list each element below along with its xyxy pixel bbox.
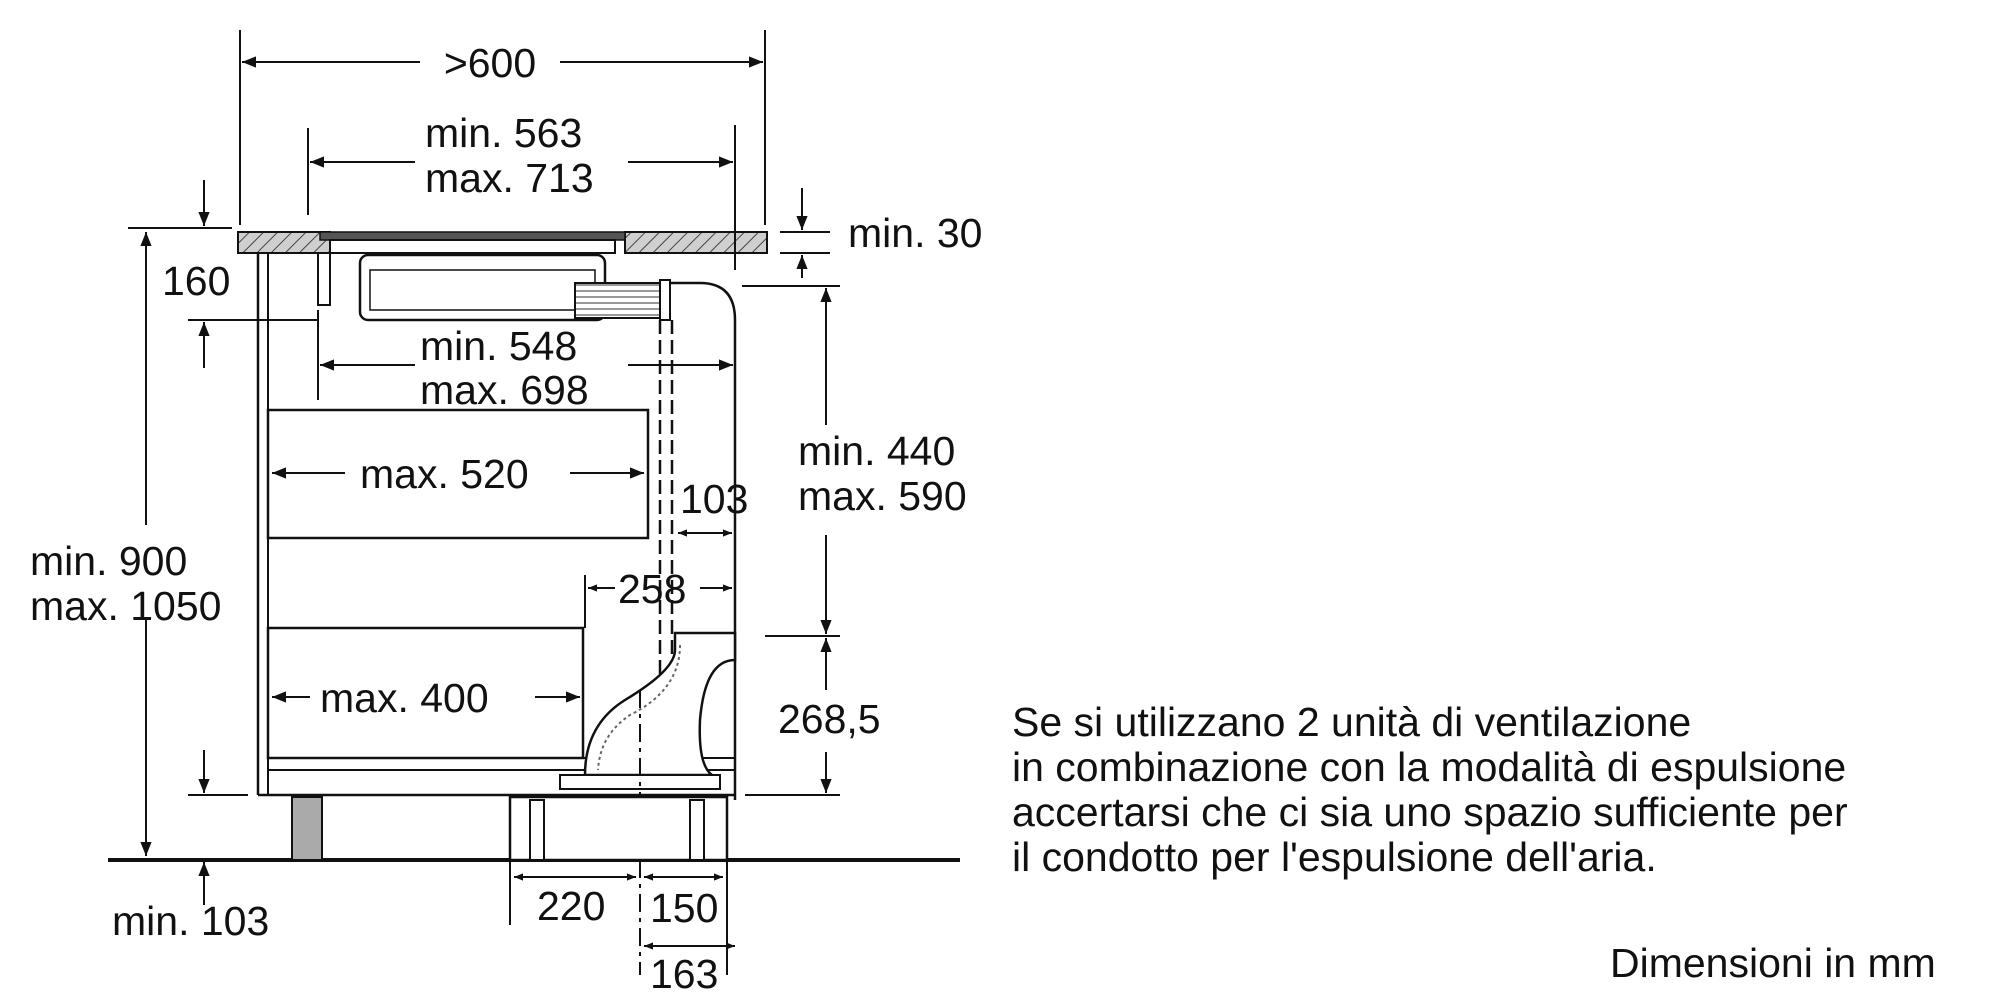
cabinet-foot-left <box>291 796 323 861</box>
duct-flex-connector <box>574 282 661 319</box>
dim-label-268: 268,5 <box>778 696 881 742</box>
note-line-4: il condotto per l'espulsione dell'aria. <box>1012 834 1657 880</box>
exhaust-elbow-inner <box>597 644 681 771</box>
worktop-right <box>624 231 768 254</box>
dim-label-900: min. 900 <box>30 538 187 584</box>
dim-label-103: 103 <box>680 476 748 522</box>
plinth-foot-right <box>689 799 705 861</box>
dim-label-150: 150 <box>650 885 718 931</box>
hob-plate <box>319 231 626 241</box>
note-line-2: in combinazione con la modalità di espul… <box>1012 744 1847 790</box>
dim-label-plinth: min. 103 <box>112 898 269 944</box>
note-line-3: accertarsi che ci sia uno spazio suffici… <box>1012 789 1848 835</box>
dim-label-1050: max. 1050 <box>30 583 221 629</box>
dim-label-400: max. 400 <box>320 675 489 721</box>
lower-drawer <box>266 626 585 760</box>
duct-bend <box>670 281 737 800</box>
units-label: Dimensioni in mm <box>1610 940 1936 986</box>
ventilation-note: Se si utilizzano 2 unità di ventilazione… <box>1012 700 1992 880</box>
dim-label-600: >600 <box>444 40 536 86</box>
dim-label-713: max. 713 <box>425 155 594 201</box>
plinth-foot-left <box>529 799 545 861</box>
dim-label-698: max. 698 <box>420 367 589 413</box>
hob-support <box>317 252 331 306</box>
dim-label-548: min. 548 <box>420 323 577 369</box>
exhaust-elbow <box>583 631 737 777</box>
dim-label-160: 160 <box>162 258 230 304</box>
ventilation-unit-inner <box>369 269 596 311</box>
duct-end <box>659 279 671 321</box>
dim-label-440: min. 440 <box>798 428 955 474</box>
worktop-left <box>237 231 331 254</box>
dim-label-520: max. 520 <box>360 451 529 497</box>
dim-label-163: 163 <box>650 951 718 997</box>
dim-label-258: 258 <box>618 566 686 612</box>
note-line-1: Se si utilizzano 2 unità di ventilazione <box>1012 699 1692 745</box>
dim-label-563: min. 563 <box>425 110 582 156</box>
hob-body <box>329 239 616 254</box>
dim-label-590: max. 590 <box>798 473 967 519</box>
dim-label-220: 220 <box>537 883 605 929</box>
dim-label-30: min. 30 <box>848 210 982 256</box>
